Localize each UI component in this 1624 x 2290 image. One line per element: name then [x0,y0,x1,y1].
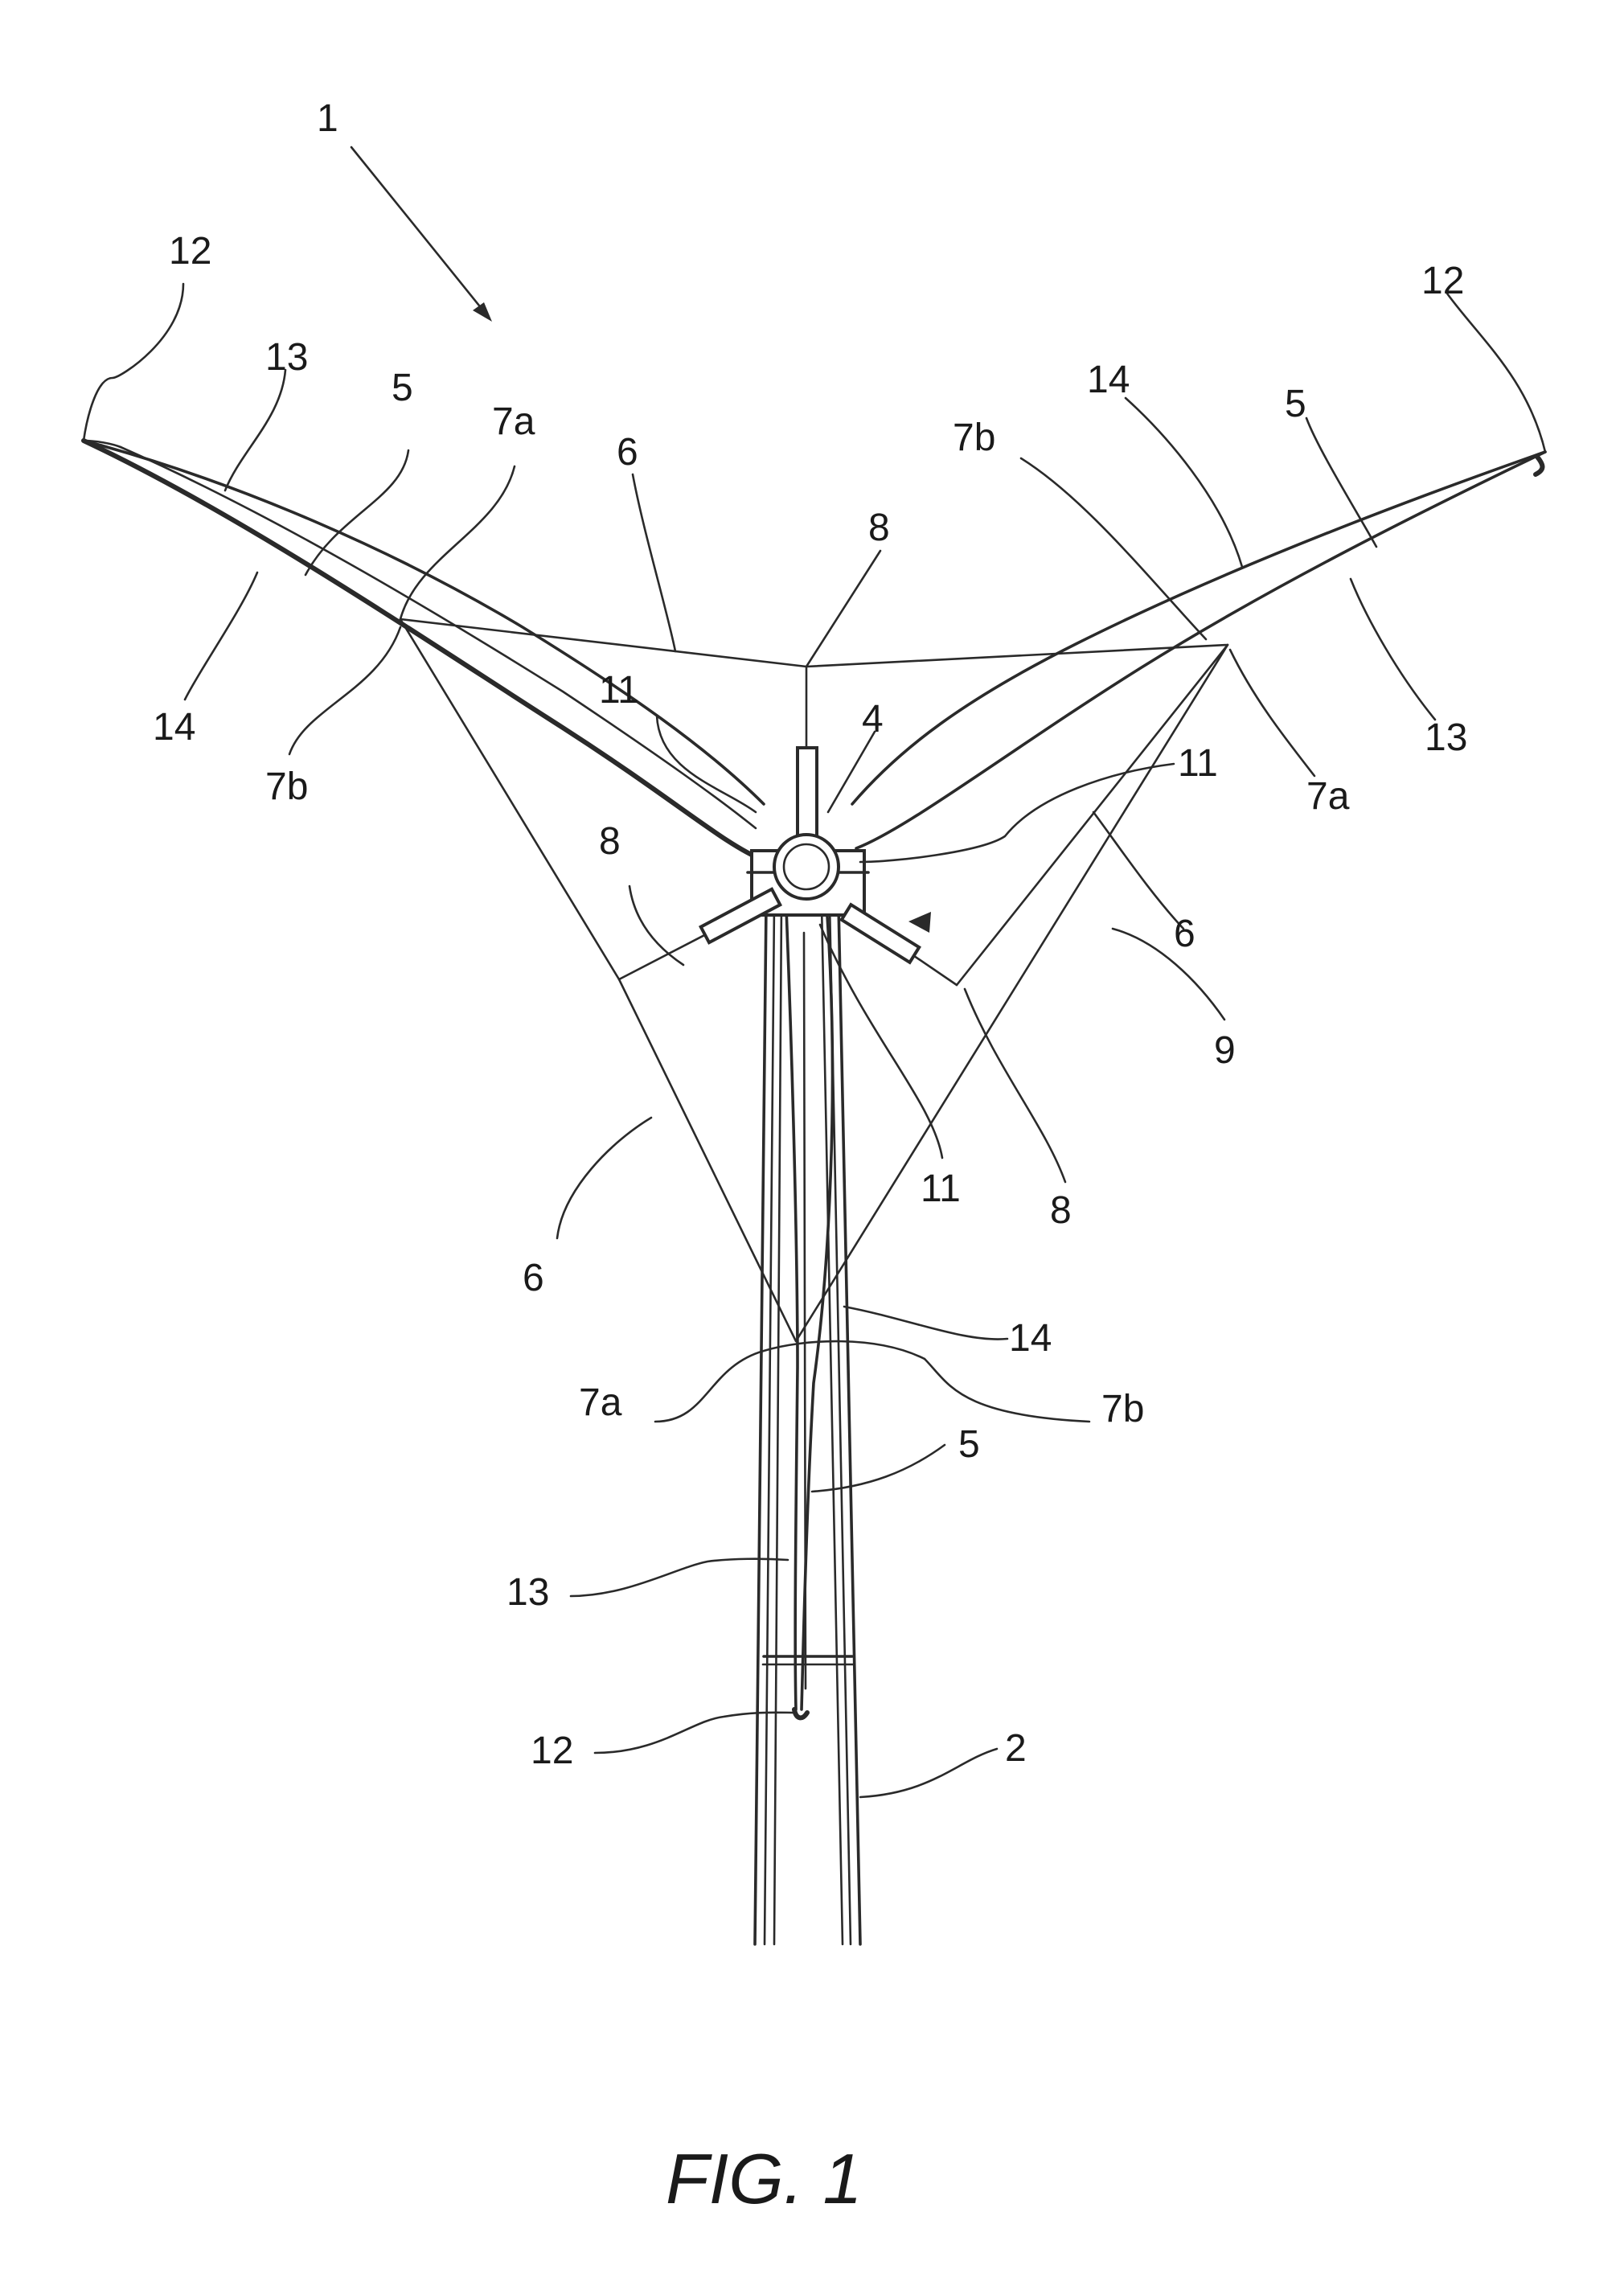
ref-7a-right: 7a [1306,775,1350,818]
lower-blade [785,903,835,1721]
ref-2: 2 [1005,1727,1027,1770]
ref-13-right: 13 [1425,716,1467,759]
ref-12-bottom: 12 [531,1730,573,1772]
left-blade [81,438,766,863]
ref-14-bottom: 14 [1009,1317,1052,1360]
ref-6-top: 6 [617,431,638,474]
ref-5-left: 5 [392,367,413,409]
ref-4: 4 [862,698,884,741]
ref-11-upper-right: 11 [1178,742,1218,785]
right-blade [851,450,1547,850]
ref-9: 9 [1214,1029,1236,1072]
ref-5-bottom: 5 [958,1423,980,1466]
hub-assembly [698,746,921,965]
reference-arrow-1 [350,146,492,322]
ref-14-right: 14 [1087,359,1130,401]
ref-8-bottom: 8 [1050,1189,1072,1232]
ref-6-right: 6 [1174,913,1195,955]
ref-14-left: 14 [153,706,195,749]
ref-8-left: 8 [599,820,621,863]
leader-lines [82,282,1547,1799]
ref-13-left: 13 [265,336,308,379]
cable-system [399,618,1229,1343]
ref-11-bottom: 11 [921,1168,961,1210]
ref-7b-bottom: 7b [1101,1388,1144,1430]
ref-7b-left: 7b [265,765,308,808]
ref-7a-bottom: 7a [579,1381,622,1424]
ref-5-right: 5 [1285,383,1306,425]
ref-7b-right: 7b [953,417,995,459]
ref-13-bottom: 13 [506,1571,549,1614]
ref-8-top: 8 [868,507,890,549]
ref-12-left: 12 [169,230,211,273]
reference-numerals: 1 12 13 5 7a 6 8 14 7b 11 4 8 12 14 5 7b… [153,97,1467,1772]
ref-12-right: 12 [1421,260,1464,302]
ref-6-bottom: 6 [523,1257,544,1299]
reference-arrow-9 [908,912,1226,1021]
ref-7a-left: 7a [492,400,535,443]
figure-caption: FIG. 1 [666,2139,863,2218]
tower [753,903,862,1946]
ref-11-upper-left: 11 [599,669,639,712]
ref-1: 1 [317,97,338,140]
